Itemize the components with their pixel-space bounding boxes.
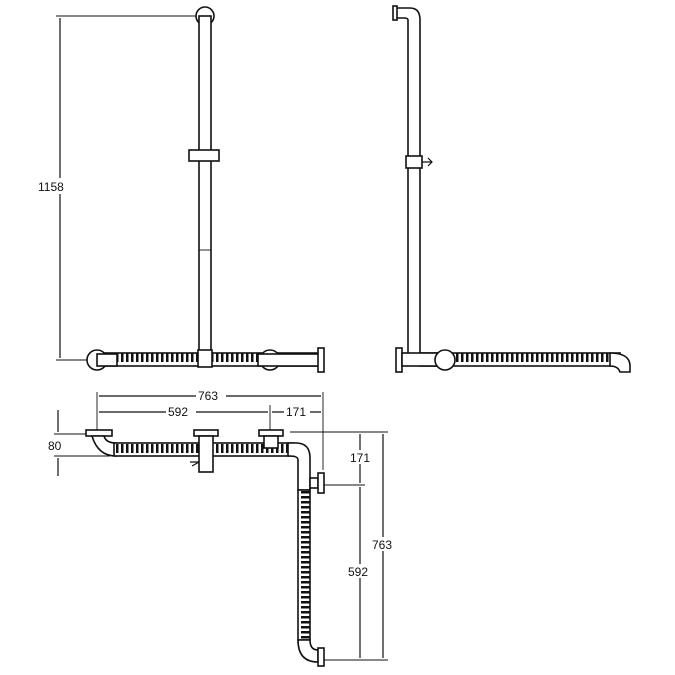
overall-width-label: 763 <box>198 389 218 403</box>
corner-bend <box>287 442 311 491</box>
t-joint <box>197 349 213 368</box>
vertical-bar <box>198 15 212 357</box>
projection-label: 80 <box>48 439 62 453</box>
side-view <box>392 5 631 373</box>
side-grip-bar-plan <box>297 489 311 641</box>
slider-side <box>405 155 423 169</box>
grip-width-label: 592 <box>168 405 188 419</box>
end-flange <box>317 347 325 373</box>
shower-slider <box>188 149 220 162</box>
plan-view: 763 592 171 80 171 592 <box>48 389 400 667</box>
vertical-bar-side <box>394 7 421 357</box>
top-wall-flange <box>392 5 398 21</box>
front-view: 1158 <box>36 6 325 373</box>
bottom-wall-flange <box>395 347 403 373</box>
offset-depth-label: 171 <box>350 451 370 465</box>
height-dimension-label: 1158 <box>38 180 64 194</box>
end-wall-flange <box>317 647 325 667</box>
grip-depth-label: 592 <box>348 565 368 579</box>
overall-depth-label: 763 <box>372 538 392 552</box>
support-flange-plan <box>258 429 284 437</box>
end-bend-side <box>609 352 631 373</box>
offset-width-label: 171 <box>286 405 306 419</box>
slider-plan <box>198 435 214 473</box>
vertical-bar-flange-plan <box>193 429 219 437</box>
end-bend-plan <box>297 639 319 663</box>
corner-wall-flange <box>317 472 325 494</box>
left-wall-flange <box>85 429 113 437</box>
